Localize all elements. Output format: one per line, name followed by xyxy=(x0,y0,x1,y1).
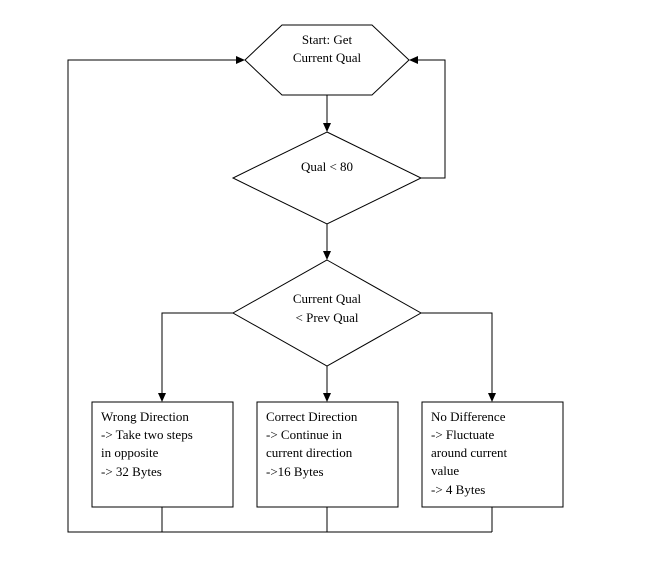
outcome-wrong-direction: Wrong Direction -> Take two steps in opp… xyxy=(91,401,234,508)
outcome-wrong-box xyxy=(91,401,234,508)
qual-check-label: Qual < 80 xyxy=(301,159,353,174)
arrowhead-into-wrong xyxy=(158,393,166,402)
compare-label-line-2: < Prev Qual xyxy=(296,310,359,325)
outcome-nodiff-line-3: around current xyxy=(431,445,508,460)
connector-compare-to-nodiff xyxy=(421,312,493,394)
outcome-correct-line-4: ->16 Bytes xyxy=(266,464,324,479)
arrowhead-into-compare xyxy=(323,251,331,260)
outcome-nodiff-line-2: -> Fluctuate xyxy=(431,427,495,442)
qual-check-node: Qual < 80 xyxy=(231,131,423,225)
qual-check-diamond-shape xyxy=(231,131,423,225)
outcome-nodiff-box xyxy=(421,401,564,508)
outcome-nodiff-line-4: value xyxy=(431,463,459,478)
outcome-correct-line-2: -> Continue in xyxy=(266,427,342,442)
start-label-line-2: Current Qual xyxy=(293,50,362,65)
outcome-correct-line-3: current direction xyxy=(266,445,353,460)
connector-qual-check-loop-to-start xyxy=(417,59,446,179)
outcome-correct-direction: Correct Direction -> Continue in current… xyxy=(256,401,399,508)
outcome-correct-line-1: Correct Direction xyxy=(266,409,358,424)
outcome-wrong-line-4: -> 32 Bytes xyxy=(101,464,162,479)
outcome-nodiff-line-1: No Difference xyxy=(431,409,506,424)
arrowhead-into-nodiff xyxy=(488,393,496,402)
compare-label-line-1: Current Qual xyxy=(293,291,362,306)
start-node: Start: Get Current Qual xyxy=(244,24,410,96)
arrowhead-into-correct xyxy=(323,393,331,402)
arrowhead-loop-into-start-right xyxy=(409,56,418,64)
connectors xyxy=(67,56,496,533)
start-label-line-1: Start: Get xyxy=(302,32,353,47)
outcome-wrong-line-2: -> Take two steps xyxy=(101,427,193,442)
connector-compare-to-wrong xyxy=(161,312,233,394)
outcome-wrong-line-3: in opposite xyxy=(101,445,159,460)
arrowhead-loop-into-start-left xyxy=(236,56,245,64)
compare-node: Current Qual < Prev Qual xyxy=(231,259,423,367)
arrowhead-into-qual-check xyxy=(323,123,331,132)
outcome-nodiff-line-5: -> 4 Bytes xyxy=(431,482,485,497)
connector-bus-loop-to-start xyxy=(67,59,492,533)
outcome-no-difference: No Difference -> Fluctuate around curren… xyxy=(421,401,564,508)
outcome-wrong-line-1: Wrong Direction xyxy=(101,409,189,424)
